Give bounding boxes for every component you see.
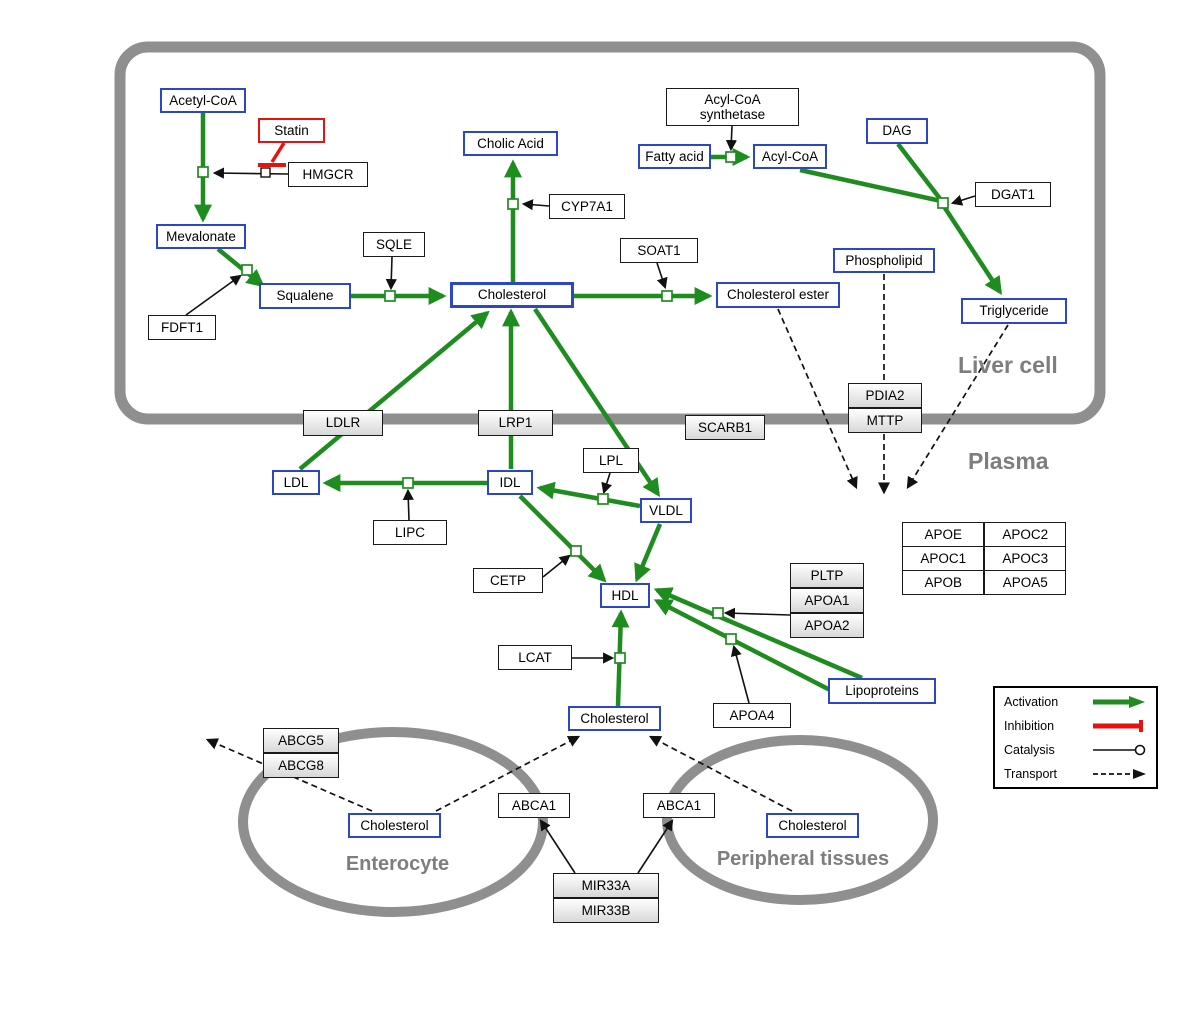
legend-activation-label: Activation	[1004, 695, 1059, 709]
node-apoc2[interactable]: APOC2	[984, 522, 1067, 548]
node-sqle[interactable]: SQLE	[363, 232, 425, 257]
node-cholesterol-liver[interactable]: Cholesterol	[450, 282, 574, 308]
node-lipoproteins[interactable]: Lipoproteins	[828, 678, 936, 704]
node-apoc3[interactable]: APOC3	[984, 545, 1067, 571]
catalysis-circle-icon	[1093, 744, 1146, 756]
node-lipc[interactable]: LIPC	[373, 520, 447, 545]
node-cholesterol-peripheral[interactable]: Cholesterol	[766, 813, 859, 838]
node-cholesterol-plasma[interactable]: Cholesterol	[568, 706, 661, 731]
node-acetyl-coa[interactable]: Acetyl-CoA	[160, 88, 246, 113]
node-statin[interactable]: Statin	[258, 118, 325, 143]
node-apoc1[interactable]: APOC1	[902, 545, 985, 571]
node-fdft1[interactable]: FDFT1	[148, 315, 216, 340]
node-scarb1[interactable]: SCARB1	[685, 415, 765, 440]
node-lcat[interactable]: LCAT	[498, 645, 572, 670]
node-idl[interactable]: IDL	[487, 470, 533, 495]
node-vldl[interactable]: VLDL	[640, 498, 692, 523]
node-cholesterol-enterocyte[interactable]: Cholesterol	[348, 813, 441, 838]
node-acyl-coa[interactable]: Acyl-CoA	[753, 144, 827, 169]
node-cyp7a1[interactable]: CYP7A1	[549, 194, 625, 219]
node-abca1-left[interactable]: ABCA1	[498, 793, 570, 818]
node-apoa1[interactable]: APOA1	[790, 588, 864, 613]
inhibition-edge	[258, 142, 286, 167]
plasma-label: Plasma	[968, 448, 1049, 474]
node-mttp[interactable]: MTTP	[848, 408, 922, 433]
node-dgat1[interactable]: DGAT1	[975, 182, 1051, 207]
legend-catalysis-row: Catalysis	[995, 738, 1156, 762]
node-cholic-acid[interactable]: Cholic Acid	[463, 131, 558, 156]
node-triglyceride[interactable]: Triglyceride	[961, 298, 1067, 324]
node-apob[interactable]: APOB	[902, 569, 985, 595]
acyl-coa-synthetase-line2: synthetase	[699, 107, 766, 122]
catalysis-edges	[185, 125, 976, 874]
legend-catalysis-label: Catalysis	[1004, 743, 1055, 757]
activation-arrow-icon	[1093, 696, 1145, 708]
legend-inhibition-row: Inhibition	[995, 714, 1156, 738]
node-apoa5[interactable]: APOA5	[984, 569, 1067, 595]
node-acyl-coa-synthetase[interactable]: Acyl-CoA synthetase	[666, 88, 799, 126]
node-abcg8[interactable]: ABCG8	[263, 753, 339, 778]
reaction-nodes	[197, 151, 949, 664]
node-ldlr[interactable]: LDLR	[303, 410, 383, 436]
node-lrp1[interactable]: LRP1	[478, 410, 553, 436]
transport-dashed-arrow-icon	[1093, 769, 1146, 779]
liver-cell-label: Liver cell	[958, 352, 1058, 378]
node-pdia2[interactable]: PDIA2	[848, 383, 922, 408]
node-squalene[interactable]: Squalene	[259, 283, 351, 309]
node-phospholipid[interactable]: Phospholipid	[833, 248, 935, 273]
node-pltp[interactable]: PLTP	[790, 563, 864, 588]
node-soat1[interactable]: SOAT1	[620, 238, 698, 263]
liver-cell-membrane	[114, 41, 1106, 425]
node-ldl[interactable]: LDL	[272, 470, 320, 495]
legend: Activation Inhibition Catalysis Transpor…	[993, 686, 1158, 789]
legend-transport-label: Transport	[1004, 767, 1058, 781]
node-abcg5[interactable]: ABCG5	[263, 728, 339, 753]
node-mir33b[interactable]: MIR33B	[553, 898, 659, 923]
node-fatty-acid[interactable]: Fatty acid	[638, 144, 711, 169]
acyl-coa-synthetase-line1: Acyl-CoA	[704, 91, 761, 107]
activation-edges	[194, 113, 1002, 707]
enterocyte-label: Enterocyte	[345, 853, 450, 875]
node-apoe[interactable]: APOE	[902, 522, 985, 548]
inhibition-tbar-icon	[1093, 720, 1143, 732]
node-mir33a[interactable]: MIR33A	[553, 873, 659, 898]
node-cetp[interactable]: CETP	[473, 568, 543, 593]
node-hmgcr[interactable]: HMGCR	[288, 162, 368, 187]
legend-transport-row: Transport	[995, 762, 1156, 786]
node-apoa2[interactable]: APOA2	[790, 613, 864, 638]
legend-activation-row: Activation	[995, 690, 1156, 714]
node-dag[interactable]: DAG	[866, 118, 928, 144]
node-cholesterol-ester[interactable]: Cholesterol ester	[716, 282, 840, 308]
node-abca1-right[interactable]: ABCA1	[643, 793, 715, 818]
node-apoa4[interactable]: APOA4	[713, 703, 791, 728]
peripheral-tissues-label: Peripheral tissues	[716, 848, 890, 870]
node-lpl[interactable]: LPL	[583, 448, 639, 473]
legend-inhibition-label: Inhibition	[1004, 719, 1055, 733]
transport-edges	[205, 274, 1009, 812]
node-mevalonate[interactable]: Mevalonate	[156, 224, 246, 249]
node-hdl[interactable]: HDL	[600, 583, 650, 608]
apolipoprotein-table: APOE APOC2 APOC1 APOC3 APOB APOA5	[902, 522, 1067, 595]
